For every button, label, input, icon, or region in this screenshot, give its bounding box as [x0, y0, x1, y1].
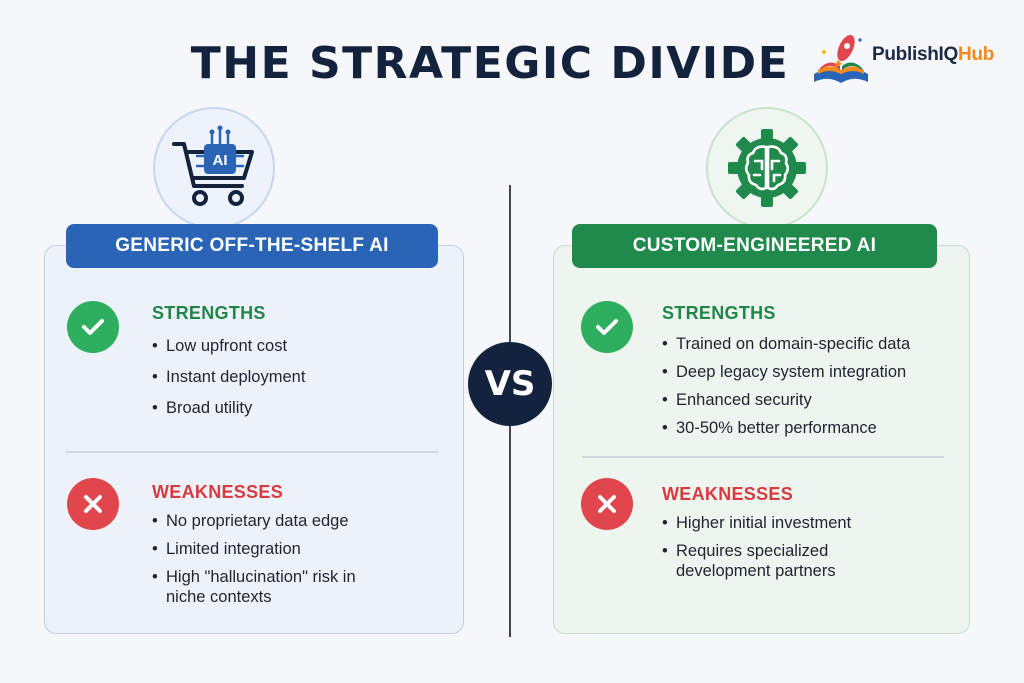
logo-wordmark: PublishIQHub	[872, 44, 994, 66]
list-item: No proprietary data edge	[152, 511, 382, 531]
left-weaknesses-list: No proprietary data edge Limited integra…	[152, 511, 382, 615]
left-weaknesses-title: WEAKNESSES	[152, 482, 284, 502]
list-item: Trained on domain-specific data	[662, 334, 910, 354]
brain-gear-icon	[728, 129, 806, 207]
right-icon-circle	[706, 107, 828, 229]
right-strengths-title: STRENGTHS	[662, 303, 776, 323]
right-strengths-list: Trained on domain-specific data Deep leg…	[662, 334, 910, 446]
right-weaknesses-list: Higher initial investment Requires speci…	[662, 513, 862, 589]
right-check-icon	[581, 301, 633, 353]
right-section-divider	[582, 456, 944, 458]
list-item: Requires specialized development partner…	[662, 541, 862, 581]
ai-shopping-cart-icon: AI	[172, 125, 254, 206]
book-rocket-logo-icon	[814, 34, 868, 83]
list-item: Instant deployment	[152, 367, 305, 387]
custom-ai-heading: CUSTOM-ENGINEERED AI	[572, 224, 937, 268]
left-section-divider	[66, 451, 438, 453]
right-weaknesses-title: WEAKNESSES	[662, 484, 794, 504]
list-item: Broad utility	[152, 398, 305, 418]
logo-brand-suffix: Hub	[957, 44, 995, 65]
left-strengths-title: STRENGTHS	[152, 303, 266, 323]
list-item: Deep legacy system integration	[662, 362, 910, 382]
ai-chip-label: AI	[213, 152, 228, 169]
left-strengths-list: Low upfront cost Instant deployment Broa…	[152, 336, 305, 429]
list-item: Low upfront cost	[152, 336, 305, 356]
publishiqhub-logo: PublishIQHub	[810, 30, 1010, 90]
generic-ai-heading: GENERIC OFF-THE-SHELF AI	[66, 224, 438, 268]
list-item: Higher initial investment	[662, 513, 862, 533]
vs-badge: VS	[468, 342, 552, 426]
left-check-icon	[67, 301, 119, 353]
list-item: High "hallucination" risk in niche conte…	[152, 567, 382, 607]
left-icon-circle: AI	[153, 107, 275, 229]
list-item: 30-50% better performance	[662, 418, 910, 438]
right-cross-icon	[581, 478, 633, 530]
list-item: Enhanced security	[662, 390, 910, 410]
logo-brand: PublishIQ	[872, 44, 958, 65]
list-item: Limited integration	[152, 539, 382, 559]
page-title: THE STRATEGIC DIVIDE	[190, 38, 790, 89]
left-cross-icon	[67, 478, 119, 530]
